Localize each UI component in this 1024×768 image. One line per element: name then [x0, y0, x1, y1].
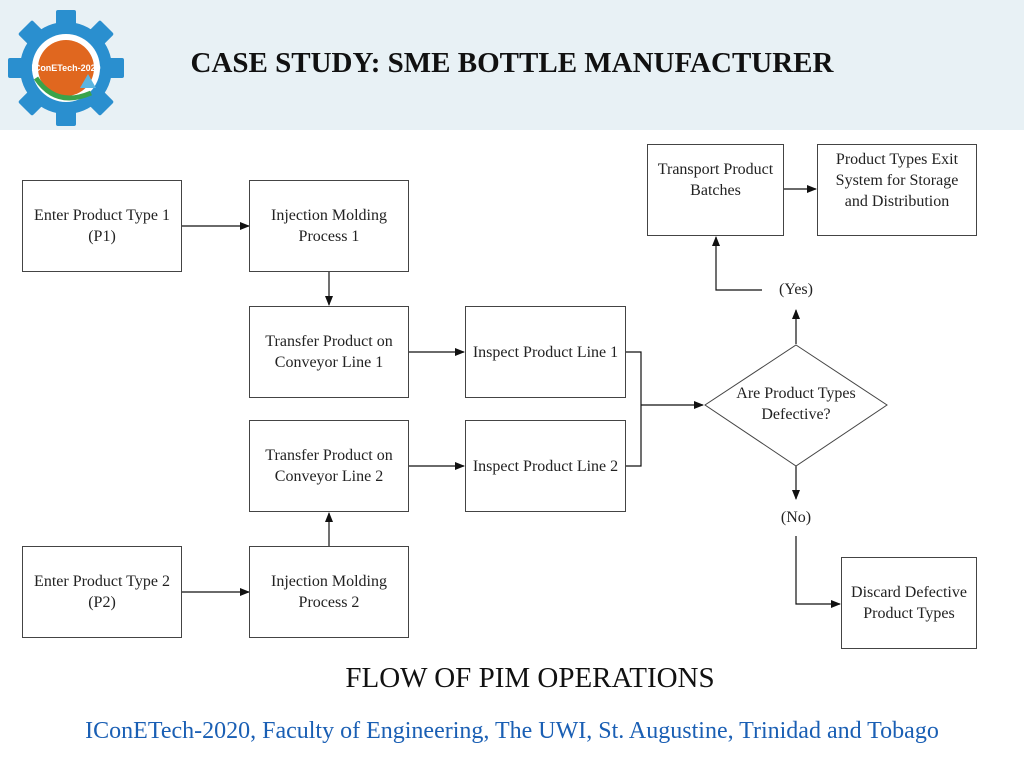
- arrow-no-to-discard: [795, 536, 841, 608]
- yes-label: (Yes): [779, 281, 813, 298]
- box-discard: Discard Defective Product Types: [841, 557, 977, 649]
- header-band: [0, 0, 1024, 130]
- box-enter-p1: Enter Product Type 1 (P1): [22, 180, 182, 272]
- logo-text: IConETech-2020: [31, 63, 100, 73]
- box-inspect-2: Inspect Product Line 2: [465, 420, 626, 512]
- box-transfer-1: Transfer Product on Conveyor Line 1: [249, 306, 409, 398]
- box-exit-system: Product Types Exit System for Storage an…: [817, 144, 977, 236]
- box-injection-2: Injection Molding Process 2: [249, 546, 409, 638]
- page-title: CASE STUDY: SME BOTTLE MANUFACTURER: [190, 47, 834, 79]
- box-transport: Transport Product Batches: [647, 144, 784, 236]
- box-inspect-1: Inspect Product Line 1: [465, 306, 626, 398]
- box-transfer-2: Transfer Product on Conveyor Line 2: [249, 420, 409, 512]
- decision-label: Are Product Types Defective?: [736, 385, 856, 423]
- no-label: (No): [780, 509, 812, 526]
- footer-text: IConETech-2020, Faculty of Engineering, …: [85, 718, 939, 744]
- conference-logo: IConETech-2020: [8, 10, 124, 126]
- decision-diamond: [704, 344, 888, 467]
- connector-inspect1-merge: [626, 351, 642, 467]
- box-injection-1: Injection Molding Process 1: [249, 180, 409, 272]
- box-enter-p2: Enter Product Type 2 (P2): [22, 546, 182, 638]
- arrow-yes-to-transport: [712, 236, 762, 291]
- figure-caption: FLOW OF PIM OPERATIONS: [345, 662, 715, 694]
